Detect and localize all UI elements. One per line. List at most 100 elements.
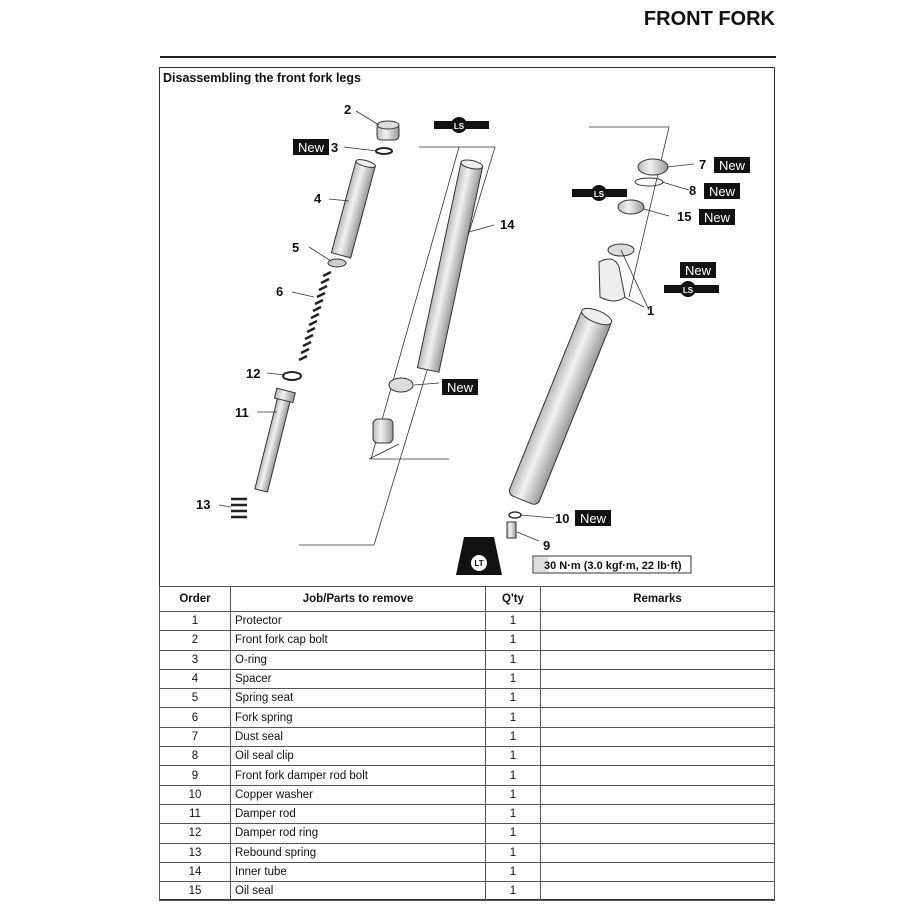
remarks-cell [540,649,775,670]
part-cell: Damper rod ring [230,823,486,844]
callout-9: 9 [543,538,550,553]
section-title: Disassembling the front fork legs [163,71,361,85]
remarks-cell [540,823,775,844]
remarks-cell [540,610,775,632]
oil-seal [617,199,645,215]
qty-cell: 1 [485,881,541,902]
qty-cell: 1 [485,765,541,786]
damper-rod-bolt [506,521,517,539]
callout-2: 2 [344,102,351,117]
col-remarks: Remarks [540,586,775,612]
callout-14: 14 [500,217,515,232]
order-cell: 7 [159,726,231,748]
part-cell: Fork spring [230,707,486,728]
part-cell: Dust seal [230,726,486,748]
callout-13: 13 [196,497,210,512]
qty-cell: 1 [485,784,541,805]
svg-text:LS: LS [454,122,465,131]
outer-tube [508,307,613,505]
order-cell: 4 [159,668,231,690]
new-badge: New [447,380,474,395]
remarks-cell [540,688,775,709]
cap-bolt [376,120,400,141]
qty-cell: 1 [485,842,541,863]
dust-seal [637,158,669,176]
order-cell: 6 [159,707,231,728]
torque-spec: 30 N·m (3.0 kgf·m, 22 lb·ft) [532,555,692,574]
new-badge: New [685,263,712,278]
qty-cell: 1 [485,630,541,651]
order-cell: 2 [159,630,231,651]
leader-lines [218,110,695,542]
lubricant-symbol: LS [434,117,489,133]
callouts: 2 3 4 5 6 12 11 13 14 7 8 15 1 10 9 [196,102,706,553]
qty-cell: 1 [485,803,541,825]
parts-table: Order Job/Parts to remove Q'ty Remarks 1… [159,586,775,902]
callout-8: 8 [689,183,696,198]
copper-washer [508,511,522,519]
callout-5: 5 [292,240,299,255]
remarks-cell [540,707,775,728]
remarks-cell [540,765,775,786]
qty-cell: 1 [485,688,541,709]
remarks-cell [540,784,775,805]
lubricant-symbol: LS [572,185,627,201]
part-cell: O-ring [230,649,486,670]
page-title: FRONT FORK [643,8,775,30]
header-divider [160,56,776,58]
protector [598,258,626,302]
new-badges: New New New New New New New [293,139,750,526]
qty-cell: 1 [485,861,541,883]
spring-seat [327,258,347,268]
col-order: Order [159,586,231,612]
rebound-spring [231,497,247,519]
remarks-cell [540,746,775,767]
part-cell: Damper rod [230,803,486,825]
remarks-cell [540,726,775,748]
new-badge: New [704,210,731,225]
locktite-symbol: LT [456,537,502,575]
callout-1: 1 [647,303,654,318]
new-badge: New [298,140,325,155]
order-cell: 13 [159,842,231,863]
new-badge: New [709,184,736,199]
spacer [330,159,376,259]
remarks-cell [540,861,775,883]
qty-cell: 1 [485,649,541,670]
part-cell: Inner tube [230,861,486,883]
order-cell: 12 [159,823,231,844]
qty-cell: 1 [485,610,541,632]
new-badge: New [719,158,746,173]
col-job: Job/Parts to remove [230,586,486,612]
callout-12: 12 [246,366,260,381]
callout-6: 6 [276,284,283,299]
order-cell: 5 [159,688,231,709]
remarks-cell [540,803,775,825]
callout-10: 10 [555,511,569,526]
part-cell: Oil seal clip [230,746,486,767]
callout-3: 3 [331,140,338,155]
order-cell: 11 [159,803,231,825]
svg-text:LT: LT [474,559,483,568]
part-cell: Copper washer [230,784,486,805]
torque-value: 30 N·m (3.0 kgf·m, 22 lb·ft) [544,560,682,572]
part-cell: Spring seat [230,688,486,709]
qty-cell: 1 [485,726,541,748]
fork-spring [298,270,332,362]
damper-rod-ring [282,371,302,381]
order-cell: 1 [159,610,231,632]
part-cell: Front fork damper rod bolt [230,765,486,786]
qty-cell: 1 [485,746,541,767]
o-ring [375,147,393,155]
